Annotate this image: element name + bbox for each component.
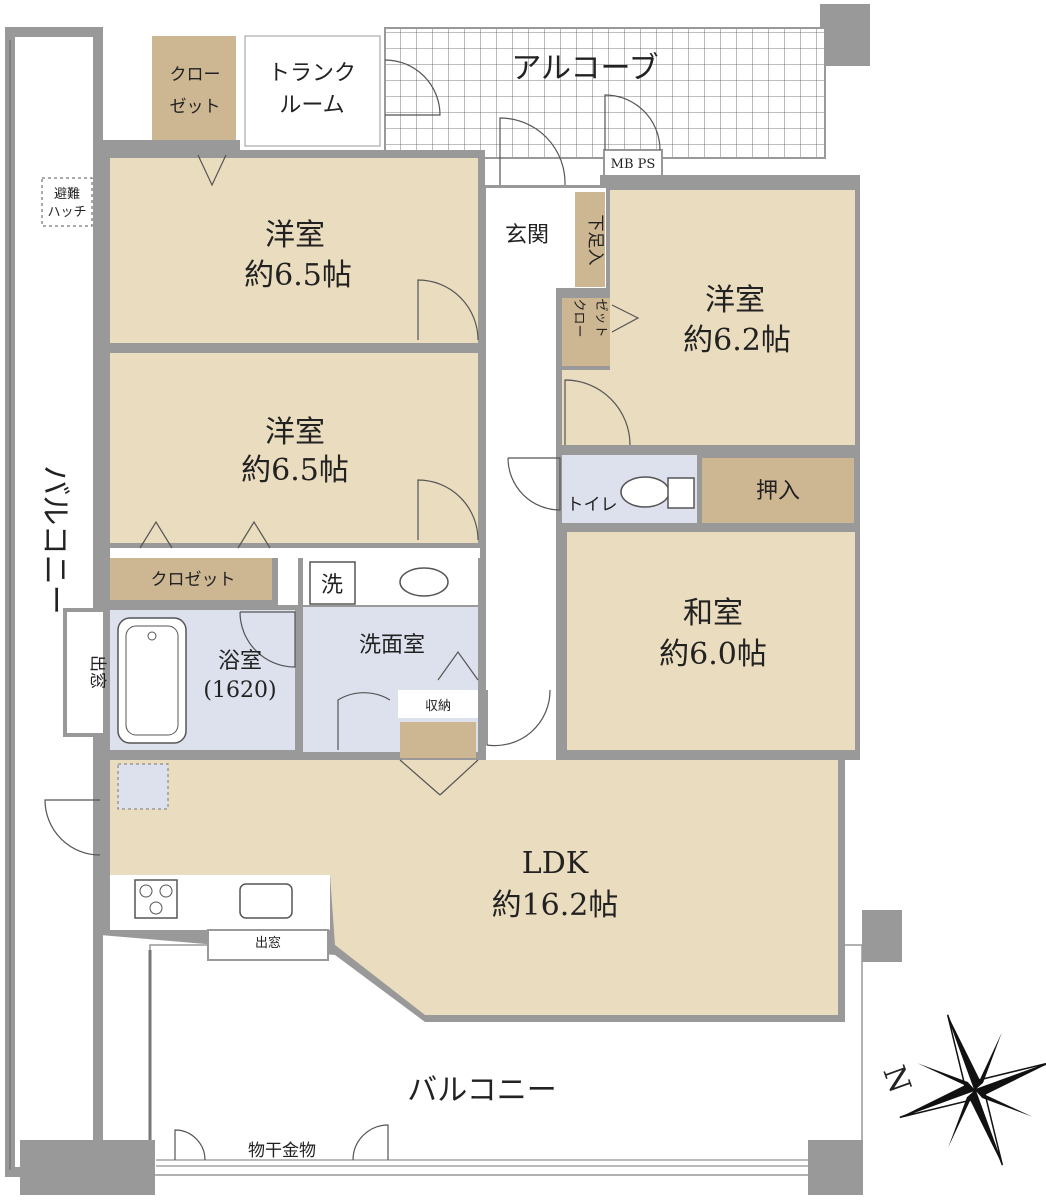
pillar (820, 4, 870, 66)
pillar (20, 1140, 155, 1195)
room-japanese (567, 532, 855, 750)
closet-top-label-1: クロー (170, 65, 221, 85)
stove-fixture (134, 879, 178, 919)
balcony-side-label: バルコニー (37, 465, 72, 614)
pillar (862, 910, 902, 962)
room-western-1-size: 約6.5帖 (244, 258, 352, 293)
door-swings (44, 59, 661, 1161)
pillar (808, 1140, 863, 1195)
room-ldk-size: 約16.2帖 (492, 888, 619, 923)
room-western-3-name: 洋室 (705, 283, 765, 318)
bay-window-left-label: 出窓 (87, 655, 107, 689)
room-western-1 (110, 158, 478, 343)
room-western-1-name: 洋室 (265, 218, 325, 253)
mbps-label: MB PS (611, 157, 656, 172)
shoe-box (575, 192, 605, 287)
room-ldk-name: LDK (522, 846, 589, 881)
evac-hatch: 避難 ハッチ (41, 177, 93, 227)
trunk-room-label-2: ルーム (279, 93, 344, 118)
oshiire-label: 押入 (756, 479, 800, 504)
room-ldk (110, 760, 838, 1015)
room-western-2 (110, 353, 478, 543)
bay-window-left (63, 608, 107, 737)
toilet-fixture (620, 476, 695, 509)
room-western-3-lower (562, 370, 855, 445)
shoe-box-label: 下足入 (585, 215, 605, 266)
shuno-cabinet (400, 722, 476, 758)
top-wall (100, 140, 240, 152)
balcony-bottom-label: バルコニー (407, 1073, 556, 1108)
kitchen-bay-window (207, 929, 329, 961)
bath-size: (1620) (203, 678, 276, 703)
fridge-space (117, 763, 169, 810)
room-western-2-size: 約6.5帖 (241, 453, 349, 488)
closet-top (152, 36, 236, 146)
closet-small (562, 298, 610, 366)
shuno-box (398, 690, 478, 718)
laundry-rail-label: 物干金物 (248, 1141, 316, 1161)
washer-label: 洗 (321, 573, 343, 598)
kitchen-sink-fixture (239, 883, 293, 919)
bay-window-kitchen-label: 出窓 (255, 935, 281, 951)
corner-space (278, 555, 298, 605)
closet-small-label-2: ゼット (593, 298, 608, 337)
room-western-3-size: 約6.2帖 (683, 323, 791, 358)
bathtub-fixture (117, 617, 187, 744)
entrance-name: 玄関 (505, 223, 549, 248)
room-japanese-name: 和室 (683, 596, 743, 631)
bath-name: 浴室 (218, 649, 262, 674)
shuno-label: 収納 (425, 699, 451, 714)
trunk-room-label-1: トランク (268, 61, 356, 86)
room-japanese-size: 約6.0帖 (659, 637, 767, 672)
closet-mid-label: クロゼット (151, 570, 236, 590)
room-western-2-name: 洋室 (265, 415, 325, 450)
evac-hatch-label-2: ハッチ (47, 205, 86, 220)
closet-mid (110, 558, 272, 600)
washroom-name: 洗面室 (359, 633, 425, 658)
closet-small-label-1: クロー (571, 298, 586, 337)
oshiire (702, 458, 854, 523)
hall-strip (110, 548, 480, 558)
mbps-box (603, 149, 663, 177)
washer-fixture (309, 561, 356, 605)
compass-north-label: N (875, 1061, 917, 1098)
alcove-label: アルコーブ (511, 51, 658, 86)
closet-top-label-2: ゼット (170, 97, 221, 117)
toilet-name: トイレ (567, 495, 618, 515)
sink-fixture (399, 567, 449, 597)
closet-markers (139, 154, 640, 681)
evac-hatch-label-1: 避難 (54, 187, 80, 202)
trunk-room (244, 35, 381, 147)
